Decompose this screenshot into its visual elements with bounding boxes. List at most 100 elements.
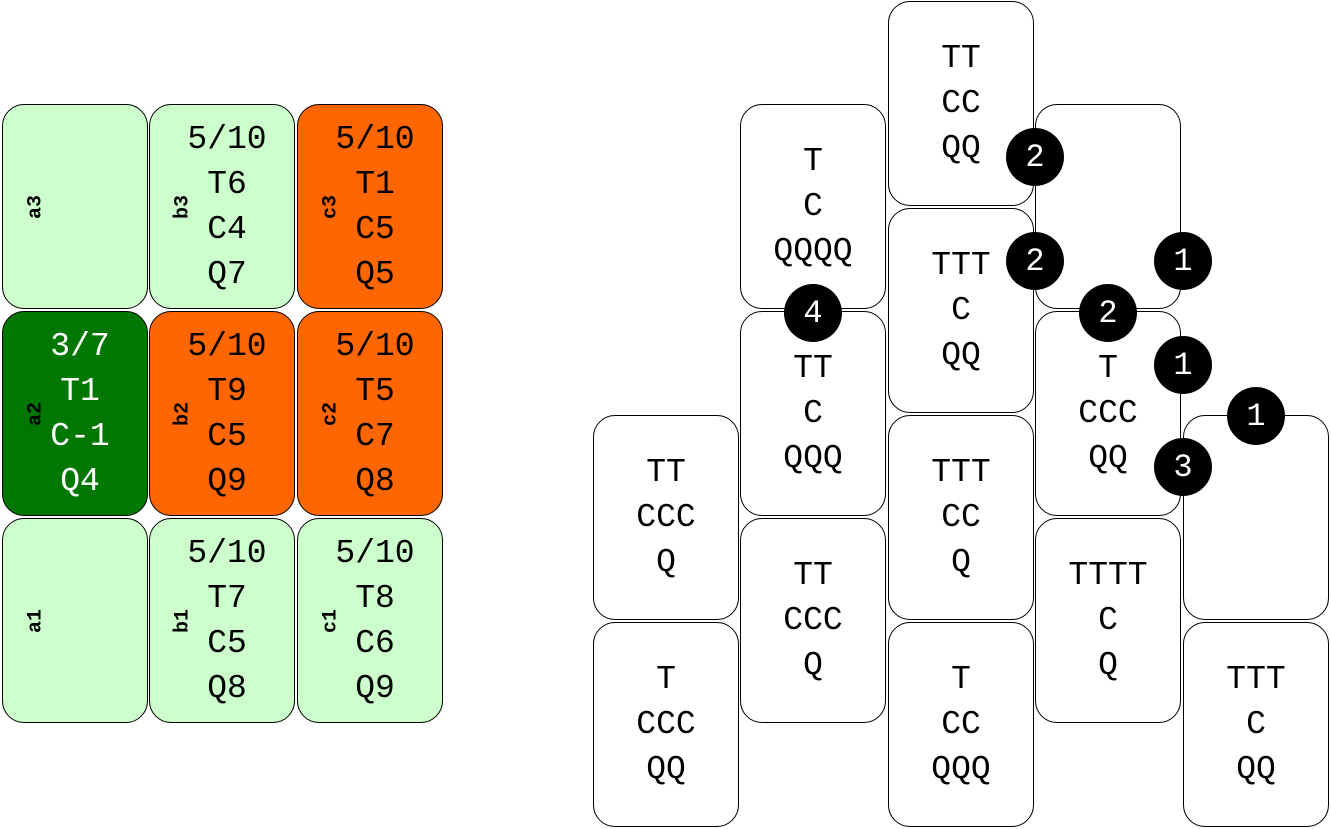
cell-line: C-1 [50,417,110,455]
cell-line: C6 [355,624,395,662]
cell-label: a1 [24,608,48,633]
tile-line: CCC [636,706,696,743]
cell-a1[interactable]: a1 [2,518,148,723]
tile-line: TTT [931,454,991,491]
cell-line: Q7 [207,255,247,293]
tile-line: C [1098,602,1118,639]
cell-line: C4 [207,210,247,248]
tile-line: CC [941,85,981,122]
count-badge: 1 [1154,336,1212,394]
cell-label: b1 [171,608,195,633]
tile-line: C [803,188,823,225]
cell-line: T1 [355,165,395,203]
tile-line: Q [803,647,823,684]
tile-line: QQQ [783,440,843,477]
cell-label: c3 [319,194,343,219]
cell-label: c1 [319,608,343,633]
tile-line: CC [941,499,981,536]
tile-line: TT [646,454,686,491]
cell-line: Q8 [207,669,247,707]
cell-line: Q5 [355,255,395,293]
tile-line: QQ [646,751,686,788]
tile-line: T [951,661,971,698]
tile[interactable]: TT C QQQ [740,311,886,516]
tile[interactable]: TTT CC Q [888,415,1034,620]
tile-line: Q [1098,647,1118,684]
tile-line: TTT [1226,661,1286,698]
tile-line: T [656,661,676,698]
tile-line: T [1098,350,1118,387]
cell-label: c2 [319,401,343,426]
count-badge: 2 [1006,232,1064,290]
cell-line: 5/10 [187,120,267,158]
cell-line: 5/10 [335,120,415,158]
count-badge: 2 [1079,284,1137,342]
cell-line: 3/7 [50,327,110,365]
count-badge: 1 [1227,387,1285,445]
cell-line: T9 [207,372,247,410]
cell-line: 5/10 [187,327,267,365]
cell-line: T5 [355,372,395,410]
cell-label: a3 [24,194,48,219]
tile-line: C [951,292,971,329]
cell-line: T7 [207,579,247,617]
cell-line: 5/10 [335,534,415,572]
tile-line: T [803,143,823,180]
tile-line: QQ [1088,440,1128,477]
tile-line: CCC [783,602,843,639]
tile[interactable]: TT CCC Q [593,415,739,620]
cell-line: Q4 [60,462,100,500]
cell-line: 5/10 [335,327,415,365]
tile-line: Q [951,544,971,581]
count-badge: 4 [784,284,842,342]
cell-line: 5/10 [187,534,267,572]
tile-line: QQ [941,337,981,374]
tile-line: QQ [941,130,981,167]
tile-line: CC [941,706,981,743]
tile[interactable]: TT CCC Q [740,518,886,723]
tile[interactable]: T CCC QQ [1035,311,1181,516]
cell-line: C5 [207,417,247,455]
count-badge: 1 [1154,232,1212,290]
tile-line: TT [941,40,981,77]
tile-line: Q [656,544,676,581]
count-badge: 3 [1154,438,1212,496]
cell-line: T1 [60,372,100,410]
cell-line: Q9 [207,462,247,500]
cell-line: C5 [207,624,247,662]
tile-line: TT [793,557,833,594]
cell-a3[interactable]: a3 [2,104,148,309]
tile-line: C [803,395,823,432]
cell-line: T8 [355,579,395,617]
tile[interactable]: TTT C QQ [1183,622,1329,827]
tile-line: CCC [636,499,696,536]
tile[interactable]: T CC QQQ [888,622,1034,827]
tile-line: CCC [1078,395,1138,432]
tile-line: QQ [1236,751,1276,788]
cell-line: Q8 [355,462,395,500]
tile-line: TTT [931,247,991,284]
tile-line: C [1246,706,1266,743]
cell-label: a2 [24,401,48,426]
cell-line: Q9 [355,669,395,707]
tile[interactable] [1183,415,1329,620]
tile-line: QQQ [931,751,991,788]
tile-line: TT [793,350,833,387]
cell-line: C5 [355,210,395,248]
tile[interactable]: TTT C QQ [888,208,1034,413]
cell-line: C7 [355,417,395,455]
cell-line: T6 [207,165,247,203]
tile-line: TTTT [1068,557,1148,594]
count-badge: 2 [1006,128,1064,186]
tile[interactable]: T CCC QQ [593,622,739,827]
cell-label: b3 [171,194,195,219]
